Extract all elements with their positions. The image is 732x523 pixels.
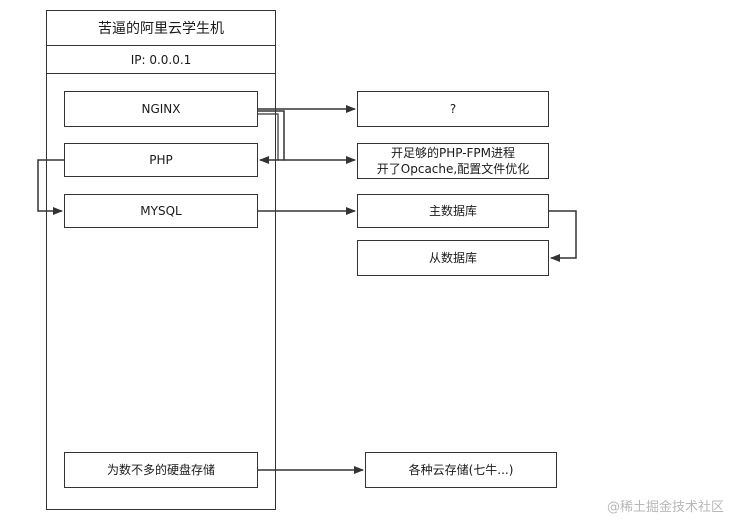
cloud-storage-box: 各种云存储(七牛...) [365, 452, 557, 488]
mysql-box: MYSQL [64, 194, 258, 228]
php-target-line1: 开足够的PHP-FPM进程 [390, 146, 516, 160]
server-title: 苦逼的阿里云学生机 [46, 10, 276, 46]
arrow-php-to-mysql [37, 159, 64, 215]
server-ip: IP: 0.0.0.1 [46, 46, 276, 74]
watermark: @稀土掘金技术社区 [606, 500, 724, 515]
nginx-target-box: ? [357, 91, 549, 127]
php-target-box: 开足够的PHP-FPM进程 开了Opcache,配置文件优化 [357, 143, 549, 179]
arrow-master-to-slave [549, 210, 577, 262]
nginx-box: NGINX [64, 91, 258, 127]
php-box: PHP [64, 143, 258, 177]
slave-db-box: 从数据库 [357, 240, 549, 276]
php-target-line2: 开了Opcache,配置文件优化 [376, 162, 530, 176]
connector-nginx-branch [258, 113, 279, 160]
master-db-box: 主数据库 [357, 194, 549, 228]
storage-box: 为数不多的硬盘存储 [64, 452, 258, 488]
arrow-nginx-to-php [258, 110, 285, 164]
